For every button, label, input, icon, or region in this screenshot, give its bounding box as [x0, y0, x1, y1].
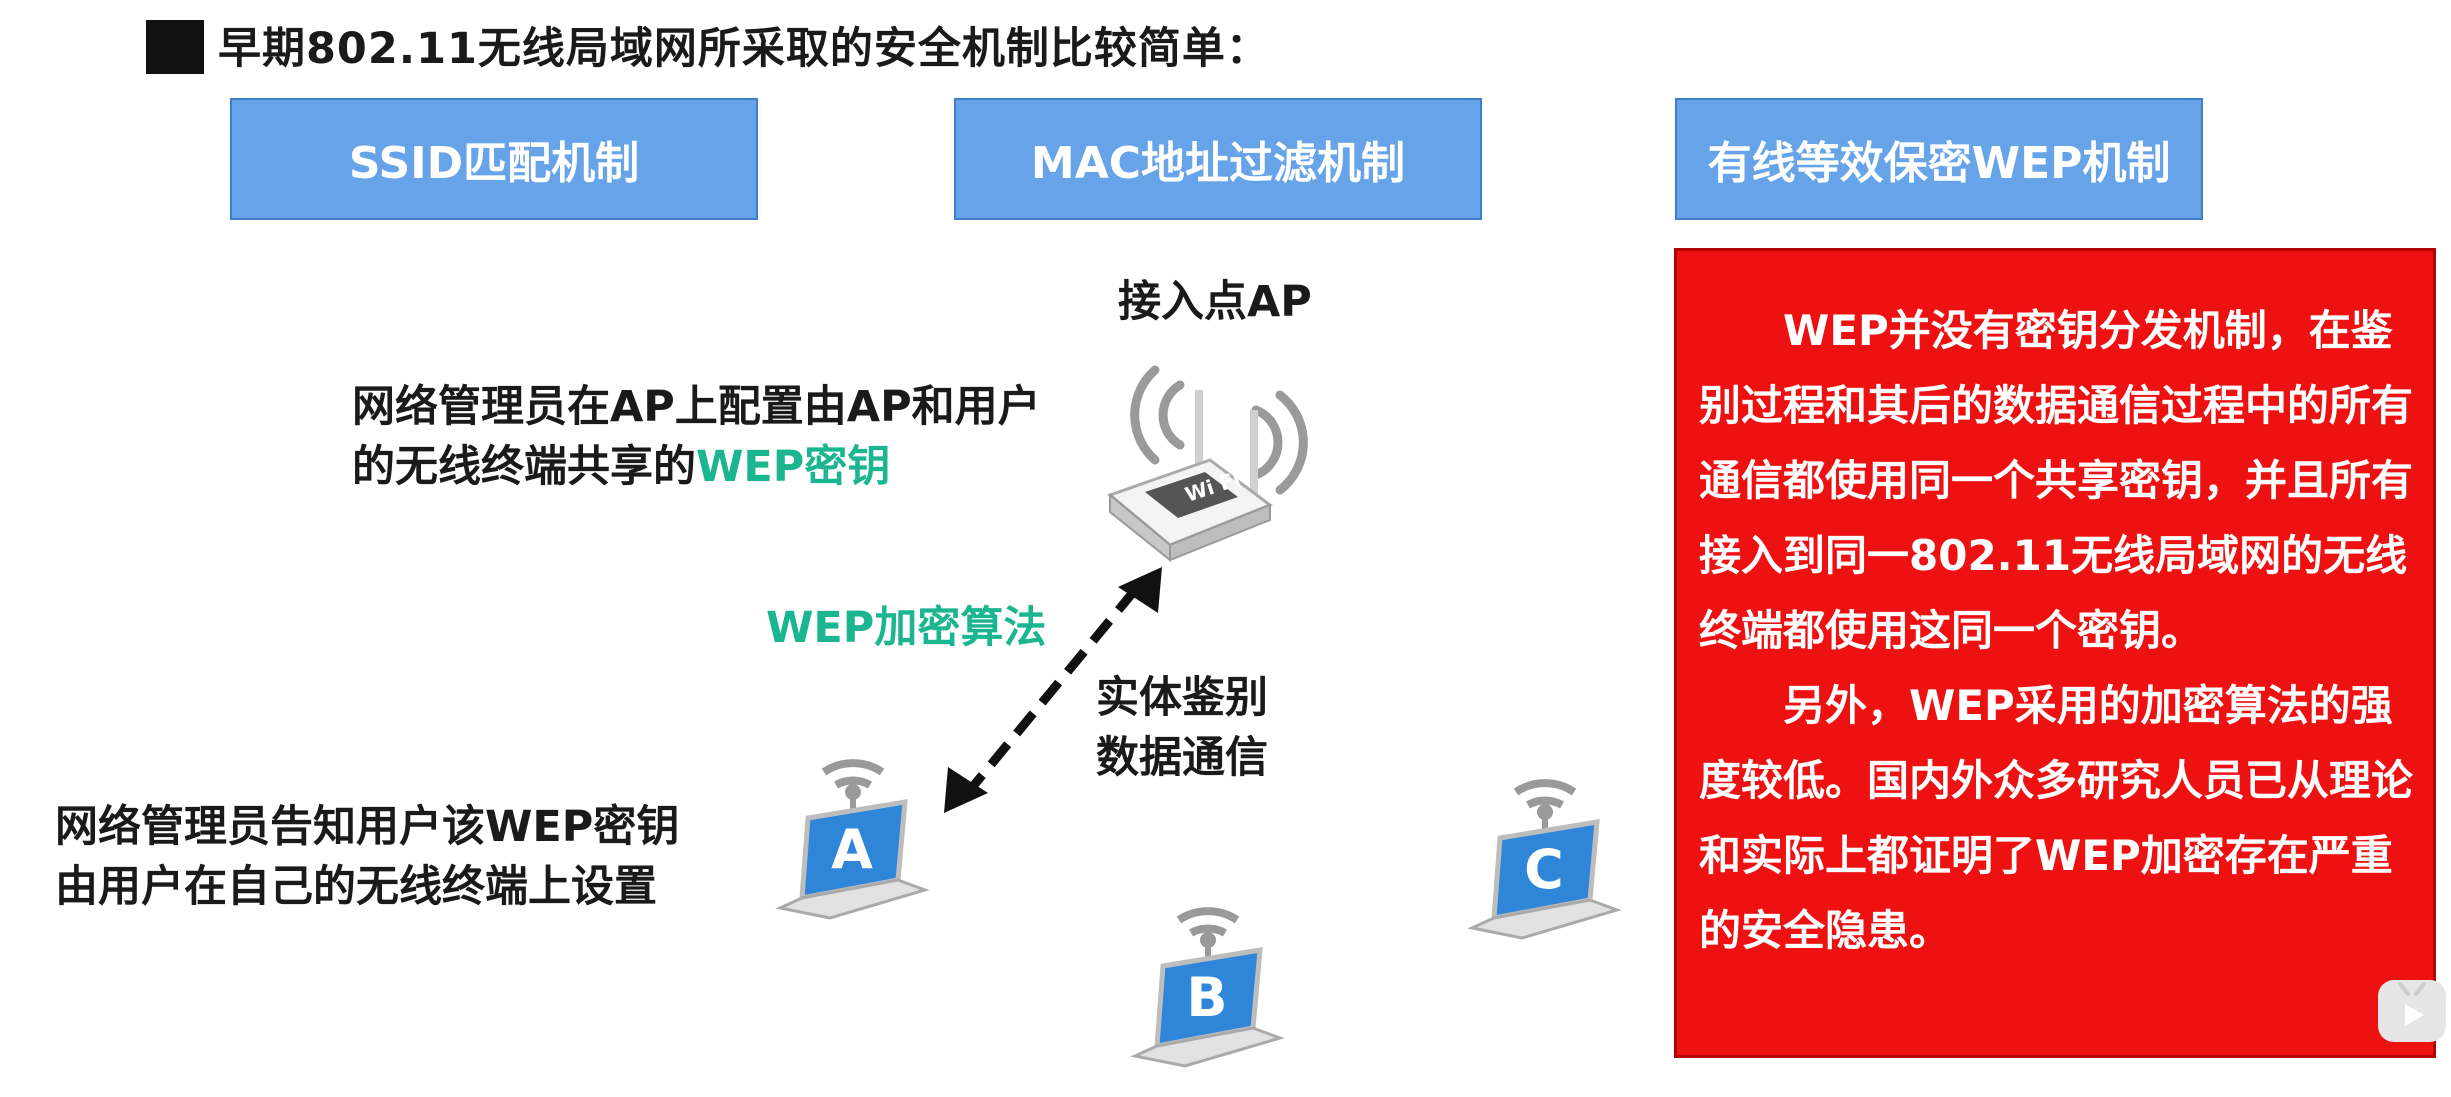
tv-icon [2398, 982, 2426, 1026]
dashed-double-arrow [944, 567, 1162, 813]
video-play-icon[interactable] [2378, 980, 2446, 1042]
terminal-c-letter: C [1524, 838, 1564, 901]
mechanism-ssid-box: SSID匹配机制 [230, 98, 758, 220]
data-comm-label: 数据通信 [1096, 733, 1268, 783]
mechanism-wep-box: 有线等效保密WEP机制 [1675, 98, 2203, 220]
process-labels: 实体鉴别 数据通信 [1096, 668, 1268, 788]
explanation-paragraph-2: 另外，WEP采用的加密算法的强度较低。国内外众多研究人员已从理论和实际上都证明了… [1699, 681, 2414, 955]
laptop-a-icon: A [775, 759, 930, 920]
page-title: 早期802.11无线局域网所采取的安全机制比较简单： [218, 24, 1270, 74]
explanation-paragraph-1: WEP并没有密钥分发机制，在鉴别过程和其后的数据通信过程中的所有通信都使用同一个… [1699, 306, 2414, 655]
terminal-b-letter: B [1186, 966, 1227, 1029]
entity-auth-label: 实体鉴别 [1096, 673, 1268, 723]
wep-algorithm-label: WEP加密算法 [766, 603, 1047, 653]
laptop-b-icon: B [1130, 907, 1285, 1068]
admin-config-text: 网络管理员在AP上配置由AP和用户 的无线终端共享的WEP密钥 [352, 377, 1041, 497]
ap-label: 接入点AP [1118, 277, 1312, 327]
admin-notify-line2: 由用户在自己的无线终端上设置 [55, 862, 657, 912]
wep-explanation-panel: WEP并没有密钥分发机制，在鉴别过程和其后的数据通信过程中的所有通信都使用同一个… [1674, 248, 2436, 1058]
laptop-c-icon: C [1467, 779, 1622, 940]
router-icon: Wi Fi [1107, 365, 1308, 563]
admin-notify-text: 网络管理员告知用户该WEP密钥 由用户在自己的无线终端上设置 [55, 797, 679, 917]
admin-config-line2-prefix: 的无线终端共享的 [352, 442, 696, 492]
admin-config-line2: 的无线终端共享的WEP密钥 [352, 437, 1041, 497]
mechanism-mac-box: MAC地址过滤机制 [954, 98, 1482, 220]
admin-config-line1: 网络管理员在AP上配置由AP和用户 [352, 382, 1041, 432]
wep-key-highlight: WEP密钥 [696, 442, 891, 492]
terminal-a-letter: A [831, 818, 873, 881]
admin-notify-line1: 网络管理员告知用户该WEP密钥 [55, 802, 680, 852]
title-bullet-square [146, 20, 204, 74]
